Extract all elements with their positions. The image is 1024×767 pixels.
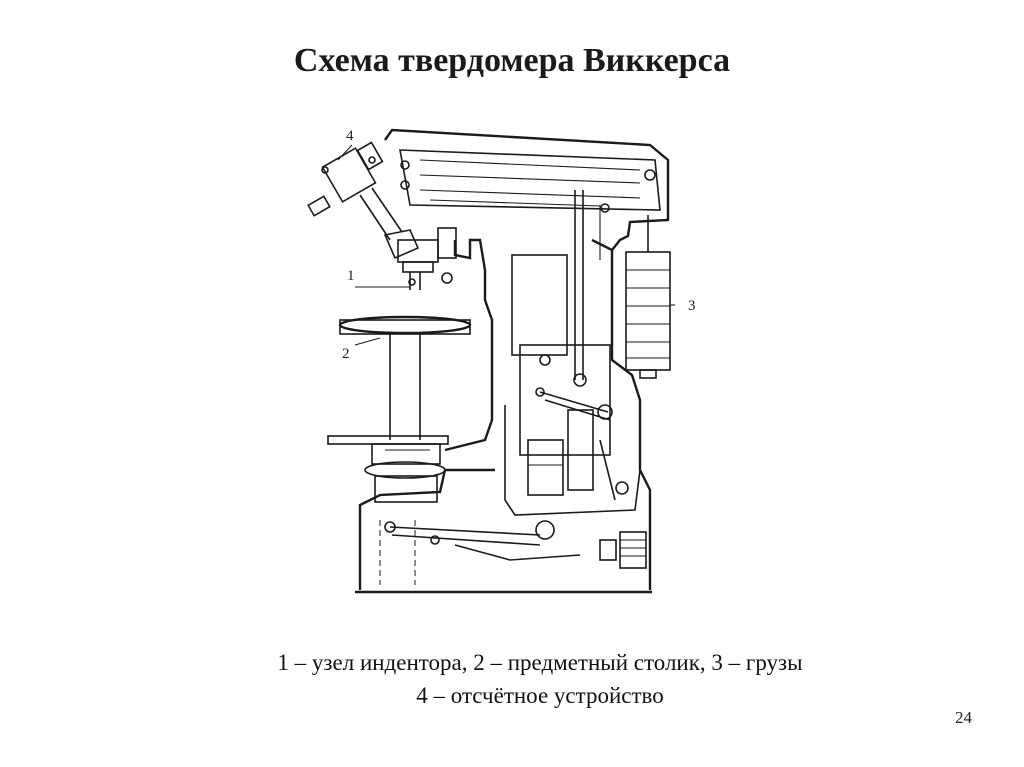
page-number: 24 — [955, 708, 972, 727]
weights — [625, 215, 671, 379]
callout-4: 4 — [346, 128, 354, 144]
reading-device — [307, 141, 420, 260]
vickers-hardness-tester-diagram: 1 2 3 4 — [307, 128, 696, 594]
legend-line-2: 4 – отсчётное устройство — [416, 683, 664, 708]
slide-title: Схема твердомера Виккерса — [293, 42, 731, 79]
indenter-unit — [397, 227, 457, 290]
specimen-stage — [327, 315, 472, 503]
legend-line-1: 1 – узел индентора, 2 – предметный столи… — [277, 650, 803, 675]
callout-3: 3 — [688, 298, 696, 314]
callout-2: 2 — [342, 346, 350, 362]
callout-1: 1 — [347, 268, 355, 284]
